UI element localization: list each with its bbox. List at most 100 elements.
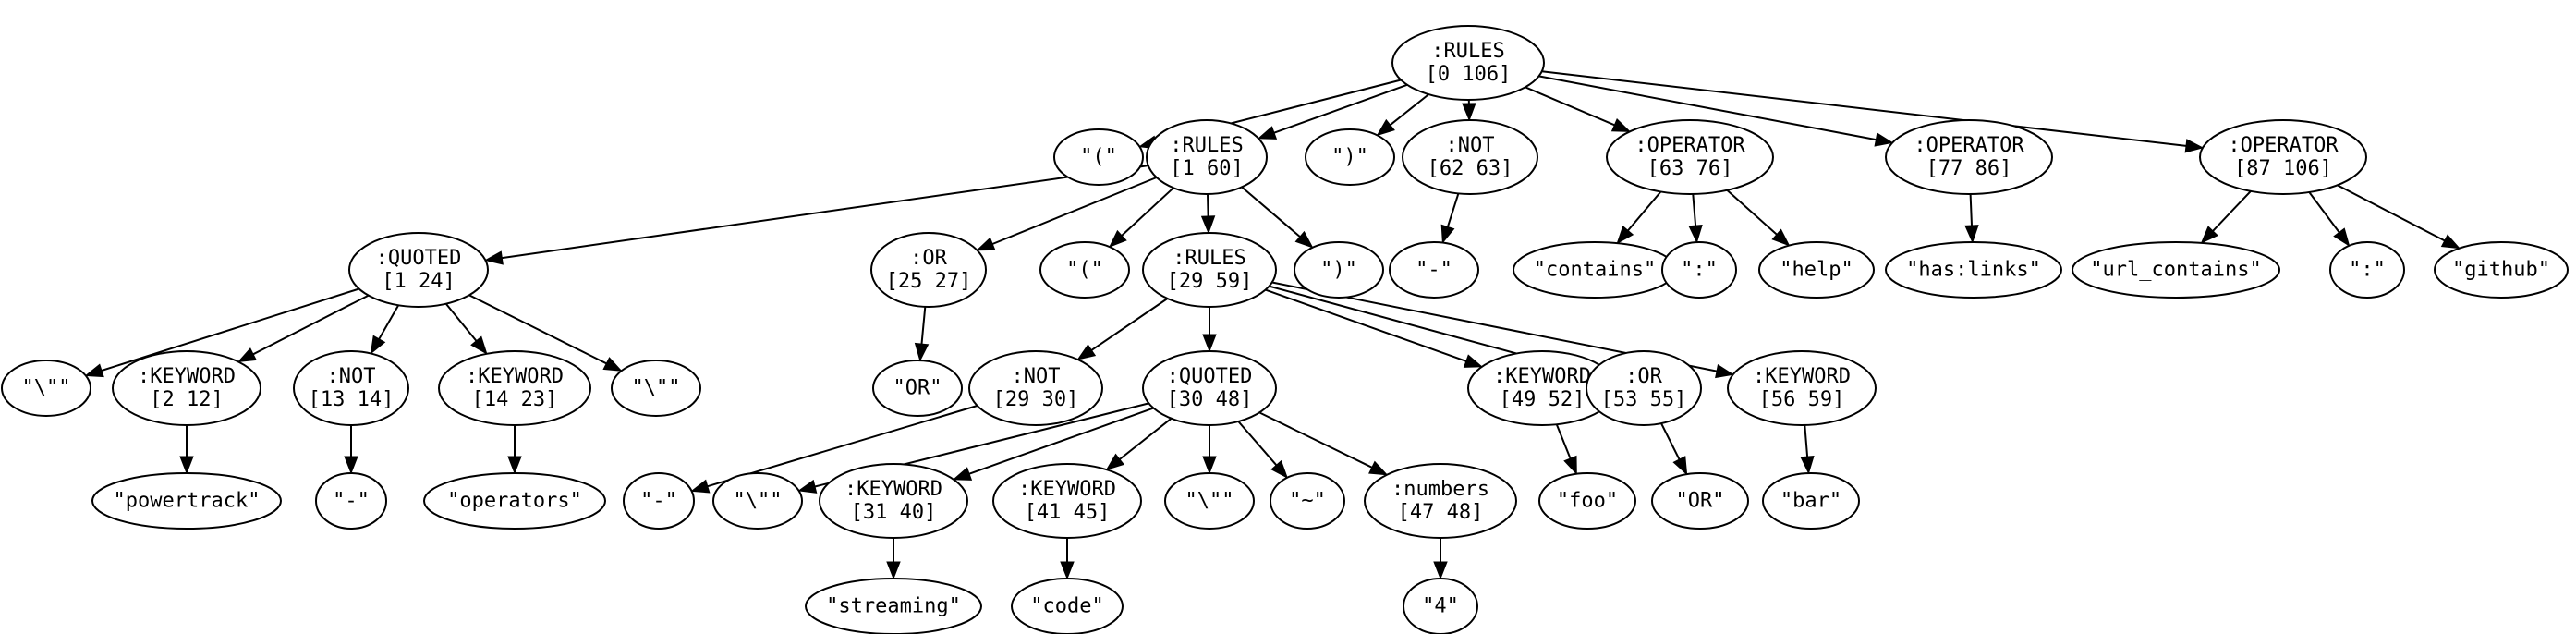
edge-line [468,294,607,365]
arrowhead-icon [1672,456,1688,476]
tree-edge [1258,411,1389,476]
node-ellipse [968,350,1103,426]
tree-node-symbol: "-" [623,472,695,530]
node-label: "foo" [1557,490,1618,513]
edge-line [1726,189,1778,236]
node-label: "bar" [1780,490,1841,513]
edge-line [1121,187,1174,237]
tree-node-symbol: "\"" [611,360,701,417]
tree-node-streaming: "streaming" [805,578,982,634]
tree-edge [1688,193,1703,244]
node-label: "github" [2452,259,2550,282]
node-ellipse [1142,232,1277,308]
node-range: [31 40] [851,501,937,524]
tree-node-or: :OR[53 55] [1586,350,1702,426]
edge-line [1241,186,1301,238]
tree-edge [1237,421,1289,479]
arrowhead-icon [690,479,711,494]
node-label: :OPERATOR [1914,134,2024,157]
node-range: [13 14] [309,388,395,411]
edge-line [2212,190,2252,232]
node-label: "4" [1422,595,1459,618]
node-label: "powertrack" [114,490,261,513]
tree-edge [1440,193,1460,244]
node-range: [30 48] [1167,388,1253,411]
node-ellipse [2199,119,2367,195]
tree-node-powertrack: "powertrack" [91,472,282,530]
node-label: :QUOTED [1167,365,1253,388]
node-ellipse [91,472,282,530]
edge-line [252,294,370,356]
arrowhead-icon [1463,354,1484,368]
node-label: "help" [1780,259,1853,282]
node-ellipse [1651,472,1749,530]
tree-edge [1964,193,1979,244]
arrowhead-icon [179,456,194,475]
node-range: [25 27] [886,270,972,293]
arrowhead-icon [914,342,930,362]
node-ellipse [1011,578,1124,634]
tree-edge [1726,189,1791,247]
tree-node-symbol: ":" [1661,241,1737,299]
edge-line [1969,193,1973,226]
edge-line [1090,298,1169,351]
tree-node-symbol: "(" [1053,128,1144,186]
node-label: "(" [1066,259,1103,282]
tree-edge [2308,191,2351,247]
node-label: ")" [1320,259,1357,282]
node-range: [14 23] [472,388,558,411]
node-label: "(" [1080,146,1117,169]
arrowhead-icon [1874,132,1894,147]
tree-node-rules: :RULES[1 60] [1146,119,1268,195]
node-label: "\"" [734,490,783,513]
arrowhead-icon [237,347,257,363]
tree-edge [445,303,488,355]
tree-edge [1433,538,1448,580]
node-label: :QUOTED [376,247,462,270]
arrowhead-icon [507,456,522,475]
arrowhead-icon [1060,561,1075,580]
node-ellipse [1885,241,2062,299]
node-ellipse [1402,119,1538,195]
node-ellipse [1294,241,1384,299]
node-ellipse [2434,241,2569,299]
edges-layer [84,70,2461,580]
arrowhead-icon [1964,225,1979,244]
tree-node-rules: :RULES[0 106] [1391,25,1545,101]
node-label: :RULES [1170,134,1243,157]
arrowhead-icon [1610,118,1632,132]
node-ellipse [2329,241,2405,299]
edge-line [1541,70,2187,147]
arrowhead-icon [1771,228,1791,247]
tree-edge [344,425,358,475]
tree-edge [370,304,400,355]
tree-node-symbol: "(" [1039,241,1130,299]
node-label: "-" [640,490,677,513]
tree-node-keyword: :KEYWORD[2 12] [112,350,261,426]
node-range: [49 52] [1500,388,1586,411]
node-label: "\"" [22,377,71,400]
tree-node-or: :OR[25 27] [870,232,987,308]
node-label: :KEYWORD [1493,365,1591,388]
tree-edge [1525,86,1632,132]
tree-node-symbol: ")" [1294,241,1384,299]
node-ellipse [1403,578,1478,634]
node-label: :KEYWORD [1018,478,1116,501]
node-ellipse [1538,472,1636,530]
node-label: "url_contains" [2090,259,2261,282]
node-label: "streaming" [826,595,961,618]
node-ellipse [1164,472,1255,530]
arrowhead-icon [1108,229,1127,249]
edge-line [378,304,400,340]
tree-node-symbol: "~" [1270,472,1345,530]
node-ellipse [1586,350,1702,426]
node-range: [62 63] [1428,157,1513,180]
tree-edge [2200,190,2252,244]
node-range: [1 60] [1170,157,1243,180]
node-label: "code" [1030,595,1103,618]
node-label: :KEYWORD [844,478,942,501]
arrowhead-icon [2184,139,2205,153]
tree-node-symbol: "\"" [712,472,803,530]
arrowhead-icon [1376,118,1395,137]
tree-edge [1660,422,1688,476]
